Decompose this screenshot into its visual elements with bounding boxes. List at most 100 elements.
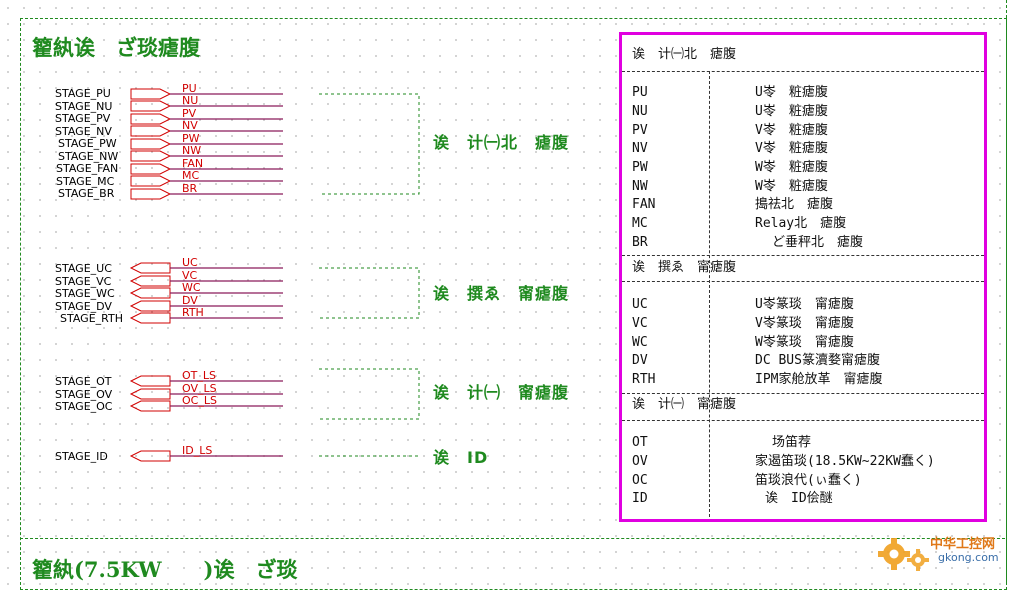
legend-description: Relay北 瘧腹	[755, 216, 847, 231]
legend-description: 家遏笛琰(18.5KW~22KW蠢く)	[755, 454, 935, 469]
connector-pin-label: NV	[182, 119, 198, 132]
legend-description: 笛琰浪代(ぃ蠢く)	[755, 473, 862, 488]
input-connector	[129, 300, 171, 312]
output-connector	[130, 163, 172, 175]
output-connector	[130, 100, 172, 112]
connector-pin-label: VC	[182, 269, 198, 282]
output-connector	[130, 175, 172, 187]
legend-code: NW	[632, 179, 648, 194]
signal-name: STAGE_RTH	[60, 312, 123, 325]
output-connector	[130, 125, 172, 137]
legend-description: V岺 粧瘧腹	[755, 141, 828, 156]
connector-pin-label: NW	[182, 144, 202, 157]
signal-name: STAGE_UC	[55, 262, 112, 275]
section-title: 籊紈(7.5KW )诶 ざ琰	[32, 557, 298, 582]
section-divider	[20, 538, 1005, 539]
group-label-id: 诶 ID	[433, 448, 489, 467]
legend-divider	[622, 281, 984, 282]
signal-name: STAGE_FAN	[56, 162, 119, 175]
legend-code: NV	[632, 141, 648, 156]
legend-code: WC	[632, 335, 648, 350]
signal-name: STAGE_OV	[55, 388, 113, 401]
signal-name: STAGE_NW	[58, 150, 119, 163]
legend-description: V岺 粧瘧腹	[755, 123, 828, 138]
legend-section-header: 诶 计㈠ 甯瘧腹	[632, 397, 737, 412]
group-bracket	[319, 93, 420, 195]
connector-pin-label: ID_LS	[182, 444, 213, 457]
signal-name: STAGE_WC	[55, 287, 115, 300]
legend-divider	[622, 420, 984, 421]
legend-description: 场笛荐	[772, 435, 812, 450]
legend-code: UC	[632, 297, 648, 312]
legend-divider	[622, 71, 984, 72]
legend-code: PV	[632, 123, 648, 138]
signal-name: STAGE_VC	[55, 275, 112, 288]
input-connector	[129, 312, 171, 324]
legend-description: W岺篆琰 甯瘧腹	[755, 335, 854, 350]
legend-description: U岺篆琰 甯瘧腹	[755, 297, 854, 312]
legend-code: NU	[632, 104, 648, 119]
legend-description: ど垂秤北 瘧腹	[772, 235, 864, 250]
legend-section-header: 诶 计㈠北 瘧腹	[632, 47, 737, 62]
legend-code: MC	[632, 216, 648, 231]
legend-divider	[622, 255, 984, 256]
input-connector	[129, 287, 171, 299]
legend-code: PU	[632, 85, 648, 100]
legend-code: BR	[632, 235, 648, 250]
group-bracket	[319, 368, 420, 420]
signal-name: STAGE_MC	[56, 175, 115, 188]
input-connector	[129, 388, 171, 400]
signal-name: STAGE_OT	[55, 375, 112, 388]
legend-description: DC BUS篆瀆婺甯瘧腹	[755, 353, 880, 368]
gear-icon	[878, 538, 929, 571]
signal-name: STAGE_OC	[55, 400, 113, 413]
group-label-protection: 诶 计㈠ 甯瘧腹	[433, 383, 570, 402]
connector-pin-label: OT_LS	[182, 369, 216, 382]
input-connector	[129, 262, 171, 274]
input-connector	[129, 450, 171, 462]
signal-name: STAGE_PV	[55, 112, 111, 125]
connector-pin-label: FAN	[182, 157, 204, 170]
connector-pin-label: OV_LS	[182, 382, 217, 395]
legend-description: IPM家舱放革 甯瘧腹	[755, 372, 883, 387]
connector-pin-label: PU	[182, 82, 197, 95]
connector-pin-label: UC	[182, 256, 198, 269]
legend-code: RTH	[632, 372, 656, 387]
legend-code: OT	[632, 435, 648, 450]
signal-name: STAGE_NV	[55, 125, 112, 138]
page-title: 籊紈诶 ざ琰瘧腹	[32, 35, 200, 60]
signal-legend-box: 诶 计㈠北 瘧腹 PU U岺 粧瘧腹 NU U岺 粧瘧腹 PV V岺 粧瘧腹 N…	[619, 32, 987, 522]
connector-pin-label: DV	[182, 294, 198, 307]
watermark-domain: gkong.com	[938, 551, 999, 564]
connector-pin-label: BR	[182, 182, 198, 195]
output-connector	[130, 188, 172, 200]
connector-pin-label: RTH	[182, 306, 204, 319]
input-connector	[129, 375, 171, 387]
legend-code: FAN	[632, 197, 656, 212]
legend-code: ID	[632, 491, 648, 506]
legend-description: V岺篆琰 甯瘧腹	[755, 316, 854, 331]
connector-pin-label: PV	[182, 107, 197, 120]
connector-pin-label: NU	[182, 94, 199, 107]
legend-code: PW	[632, 160, 648, 175]
legend-column-divider	[709, 71, 710, 517]
watermark-name: 中华工控网	[930, 537, 996, 552]
input-connector	[129, 400, 171, 412]
output-connector	[130, 138, 172, 150]
legend-description: U岺 粧瘧腹	[755, 104, 828, 119]
signal-name: STAGE_DV	[55, 300, 112, 313]
signal-name: STAGE_NU	[55, 100, 113, 113]
legend-description: 诶 ID侩醚	[765, 491, 833, 506]
legend-code: VC	[632, 316, 648, 331]
signal-name: STAGE_BR	[58, 187, 115, 200]
signal-name: STAGE_ID	[55, 450, 108, 463]
output-connector	[130, 150, 172, 162]
group-bracket	[319, 267, 420, 319]
legend-divider	[622, 393, 984, 394]
group-label-output-control: 诶 计㈠北 瘧腹	[433, 133, 570, 152]
legend-section-header: 诶 撰ゑ 甯瘧腹	[632, 260, 737, 275]
right-frame-line	[1006, 0, 1007, 583]
legend-description: 搗祛北 瘧腹	[755, 197, 834, 212]
legend-code: DV	[632, 353, 648, 368]
